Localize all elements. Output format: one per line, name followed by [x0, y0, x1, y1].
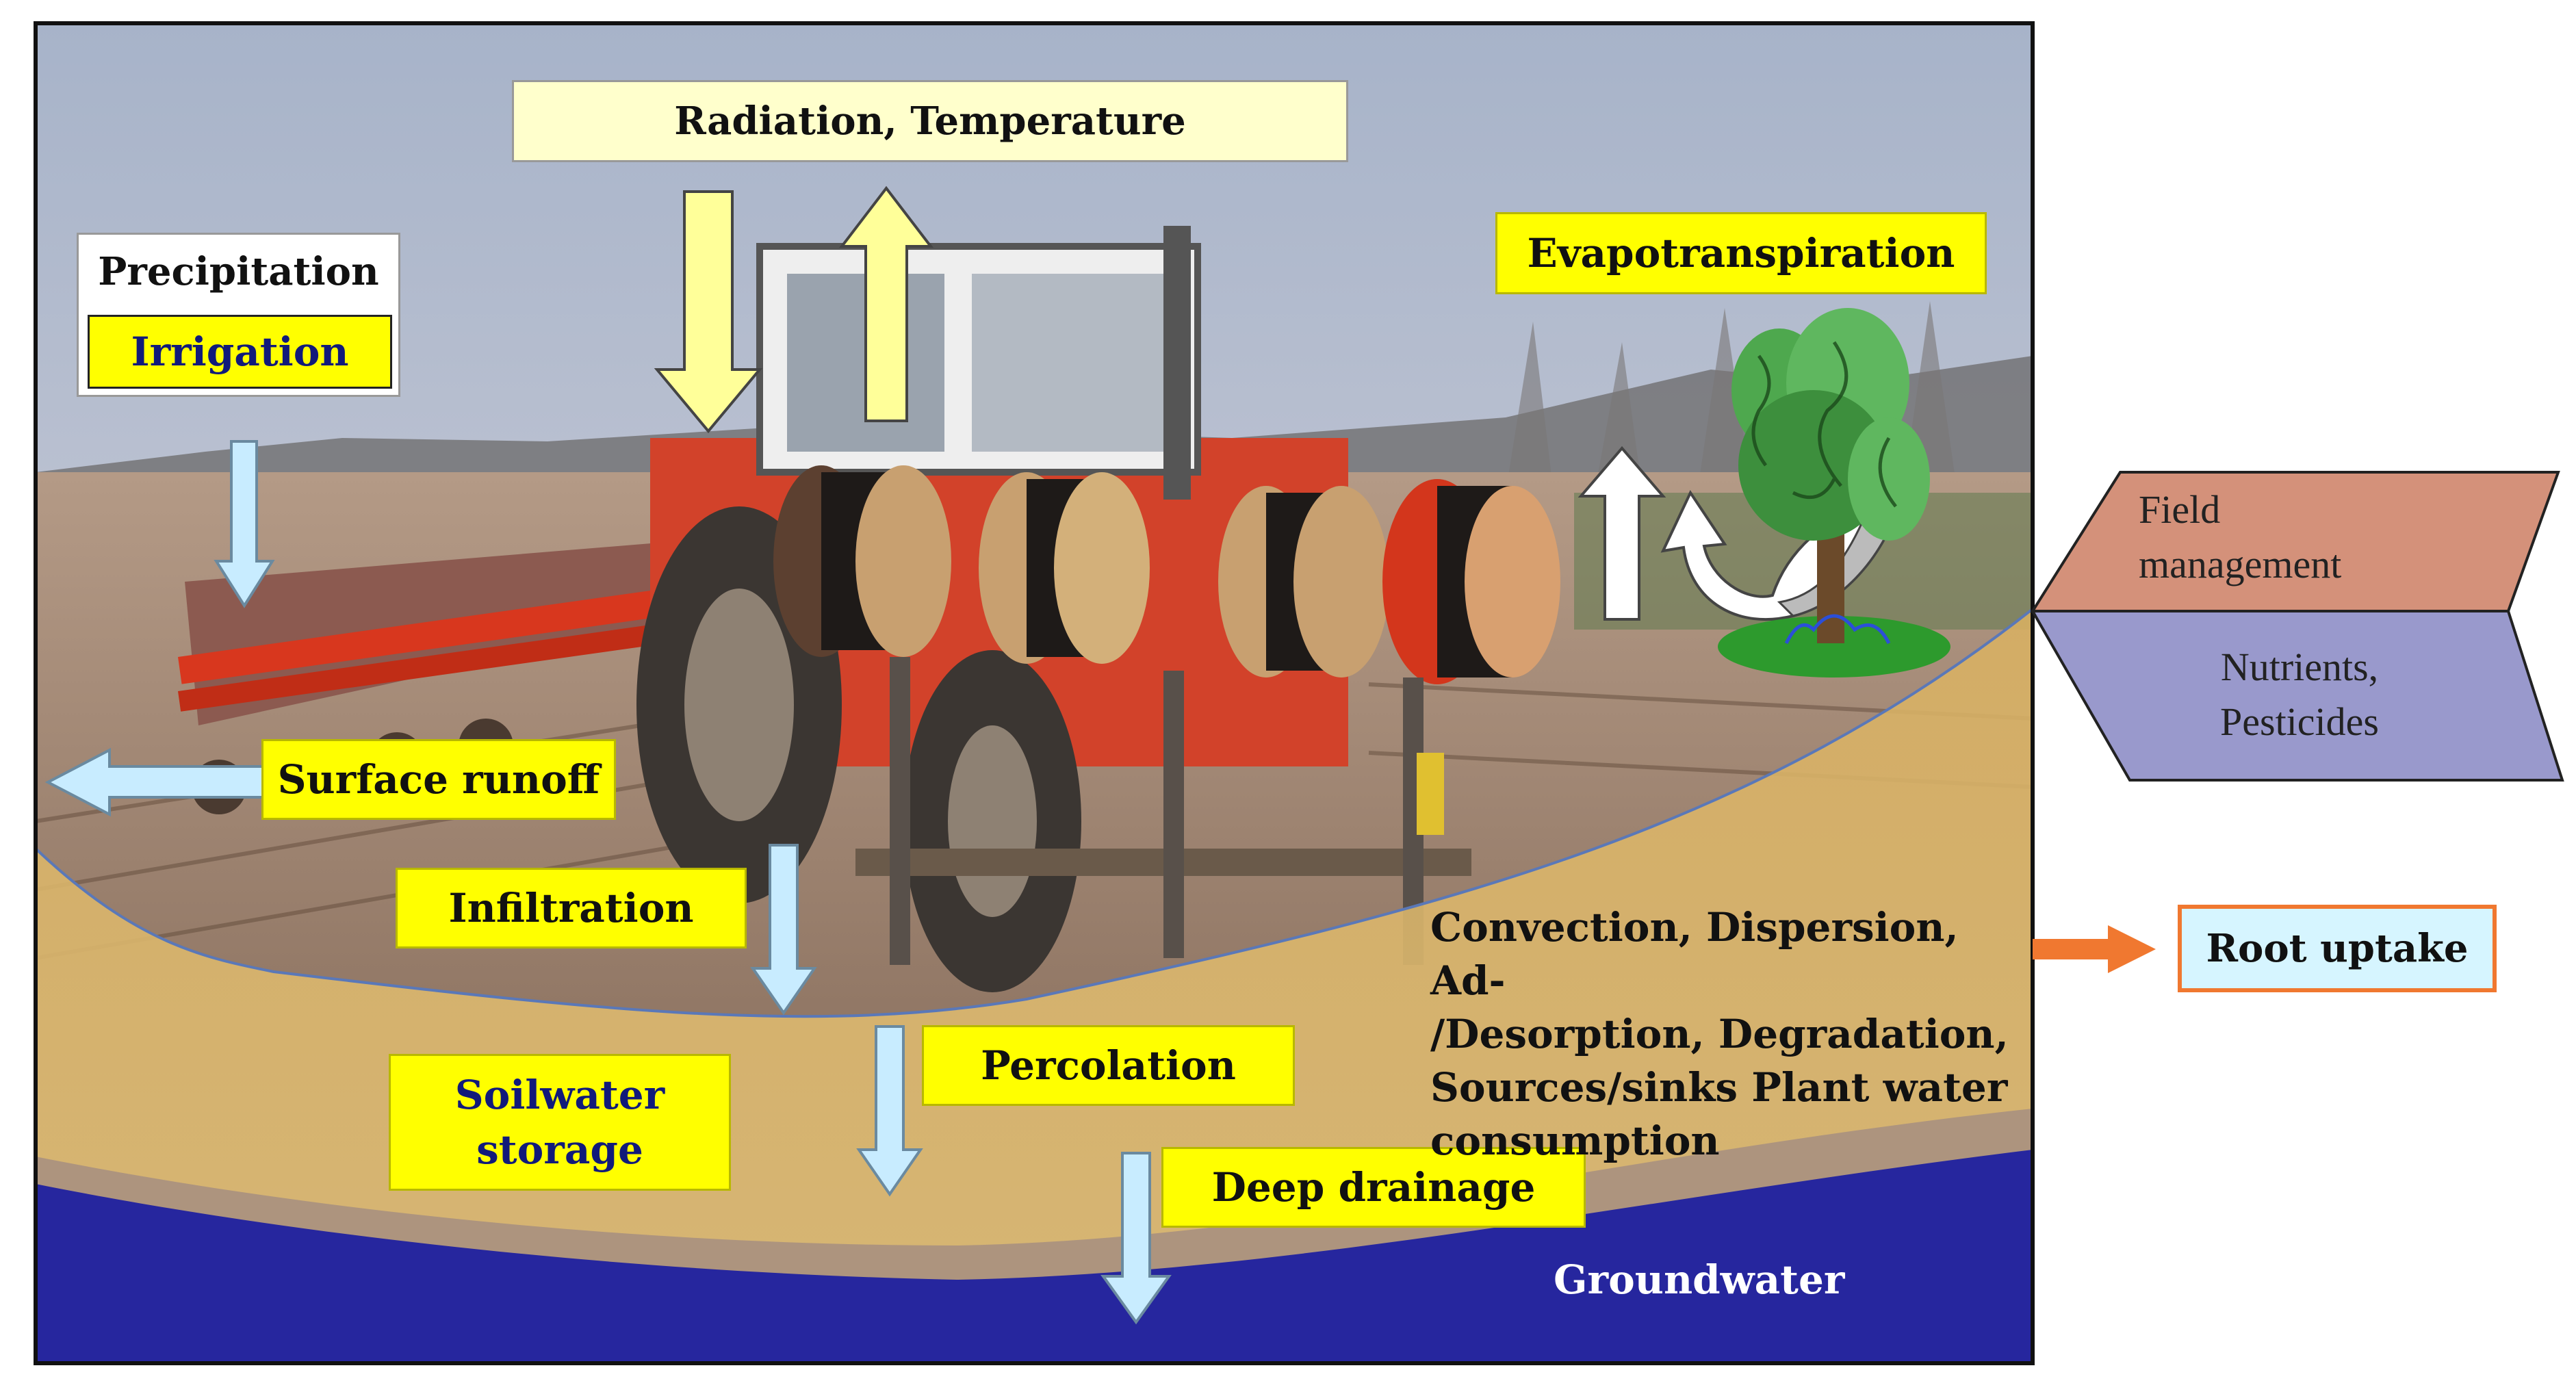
precipitation-label: Precipitation	[98, 249, 379, 294]
field-management-label: Field management	[2139, 482, 2495, 592]
root-uptake-label: Root uptake	[2206, 926, 2469, 971]
surface-runoff-label: Surface runoff	[261, 739, 616, 820]
nutrients-pesticides-label: Nutrients, Pesticides	[2163, 640, 2436, 749]
tractor	[636, 226, 1560, 992]
nutrients-line: Nutrients,	[2220, 645, 2379, 689]
root-uptake-arrow	[2033, 925, 2156, 973]
radiation-up-arrow	[838, 185, 934, 422]
deep-drainage-arrow	[1100, 1152, 1172, 1325]
soilwater-storage-line-2: storage	[476, 1126, 643, 1173]
percolation-label: Percolation	[922, 1025, 1295, 1106]
radiation-temperature-label: Radiation, Temperature	[512, 80, 1348, 162]
soilwater-storage-line-1: Soilwater	[454, 1072, 665, 1118]
water-arrows	[44, 440, 1172, 1325]
radiation-arrows	[654, 185, 934, 434]
infiltration-arrow	[750, 844, 817, 1016]
pesticides-line: Pesticides	[2220, 699, 2379, 744]
side-panels	[2030, 471, 2564, 782]
processes-line-3: Sources/sinks Plant water	[1430, 1064, 2008, 1111]
irrigation-label: Irrigation	[88, 315, 392, 389]
evaporation-up-arrow	[1577, 446, 1666, 621]
groundwater-label: Groundwater	[1554, 1256, 1845, 1303]
groundwater-layer	[36, 1150, 2033, 1363]
field-management-line-2: management	[2139, 542, 2342, 586]
root-uptake-box	[2178, 905, 2497, 992]
processes-line-1: Convection, Dispersion, Ad-	[1430, 904, 1959, 1004]
deep-drainage-label: Deep drainage	[1161, 1147, 1586, 1228]
processes-line-4: consumption	[1430, 1118, 1720, 1164]
precipitation-box: Precipitation Irrigation	[77, 233, 400, 397]
infiltration-label: Infiltration	[396, 868, 747, 948]
processes-line-2: /Desorption, Degradation,	[1430, 1011, 2009, 1057]
runoff-arrow	[44, 747, 265, 817]
percolation-arrow	[856, 1025, 923, 1197]
irrigation-arrow	[214, 440, 275, 608]
field-management-line-1: Field	[2139, 487, 2221, 532]
nutrients-pesticides-shape	[2030, 610, 2564, 782]
processes-text: Convection, Dispersion, Ad- /Desorption,…	[1430, 901, 2033, 1167]
radiation-down-arrow	[654, 190, 763, 434]
soilwater-storage-label: Soilwater storage	[389, 1054, 731, 1191]
evapotranspiration-label: Evapotranspiration	[1495, 212, 1987, 294]
tree-icon	[1718, 308, 1950, 677]
